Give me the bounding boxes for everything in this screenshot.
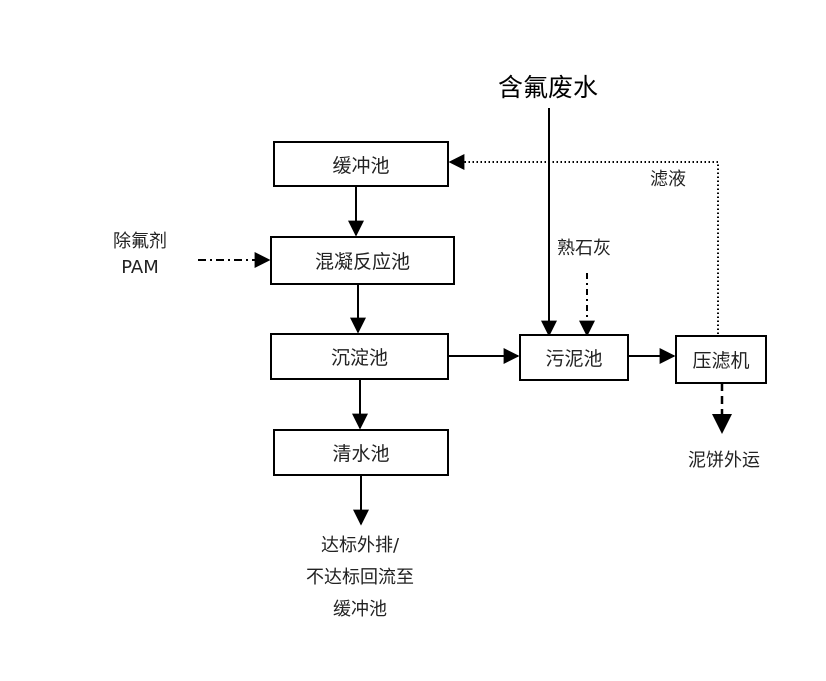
node-clear-tank: 清水池 <box>273 429 449 476</box>
reagent-name: 除氟剂 <box>113 231 167 252</box>
filtrate-label: 滤液 <box>650 169 686 190</box>
arrow-filtrate-return <box>448 154 719 334</box>
node-label: 缓冲池 <box>332 154 390 177</box>
node-label: 压滤机 <box>692 350 750 372</box>
pam-label: PAM <box>121 257 159 278</box>
discharge-line-1: 达标外排/ <box>320 535 400 556</box>
source-title: 含氟废水 <box>498 73 599 102</box>
discharge-label: 达标外排/ 不达标回流至 缓冲池 <box>290 530 430 626</box>
discharge-line-2: 不达标回流至 <box>306 567 414 588</box>
node-filter-press: 压滤机 <box>675 335 767 384</box>
node-label: 清水池 <box>332 443 390 465</box>
node-settle-tank: 沉淀池 <box>270 333 449 380</box>
node-sludge-tank: 污泥池 <box>519 334 629 381</box>
reagent-label: 除氟剂 PAM <box>104 226 176 278</box>
node-label: 污泥池 <box>545 348 603 370</box>
node-coag-tank: 混凝反应池 <box>270 236 455 285</box>
lime-label: 熟石灰 <box>557 238 611 259</box>
node-label: 沉淀池 <box>330 347 388 369</box>
node-label: 混凝反应池 <box>314 251 410 273</box>
discharge-line-3: 缓冲池 <box>333 599 387 620</box>
cake-label: 泥饼外运 <box>688 450 760 471</box>
node-buffer-tank: 缓冲池 <box>273 141 449 187</box>
